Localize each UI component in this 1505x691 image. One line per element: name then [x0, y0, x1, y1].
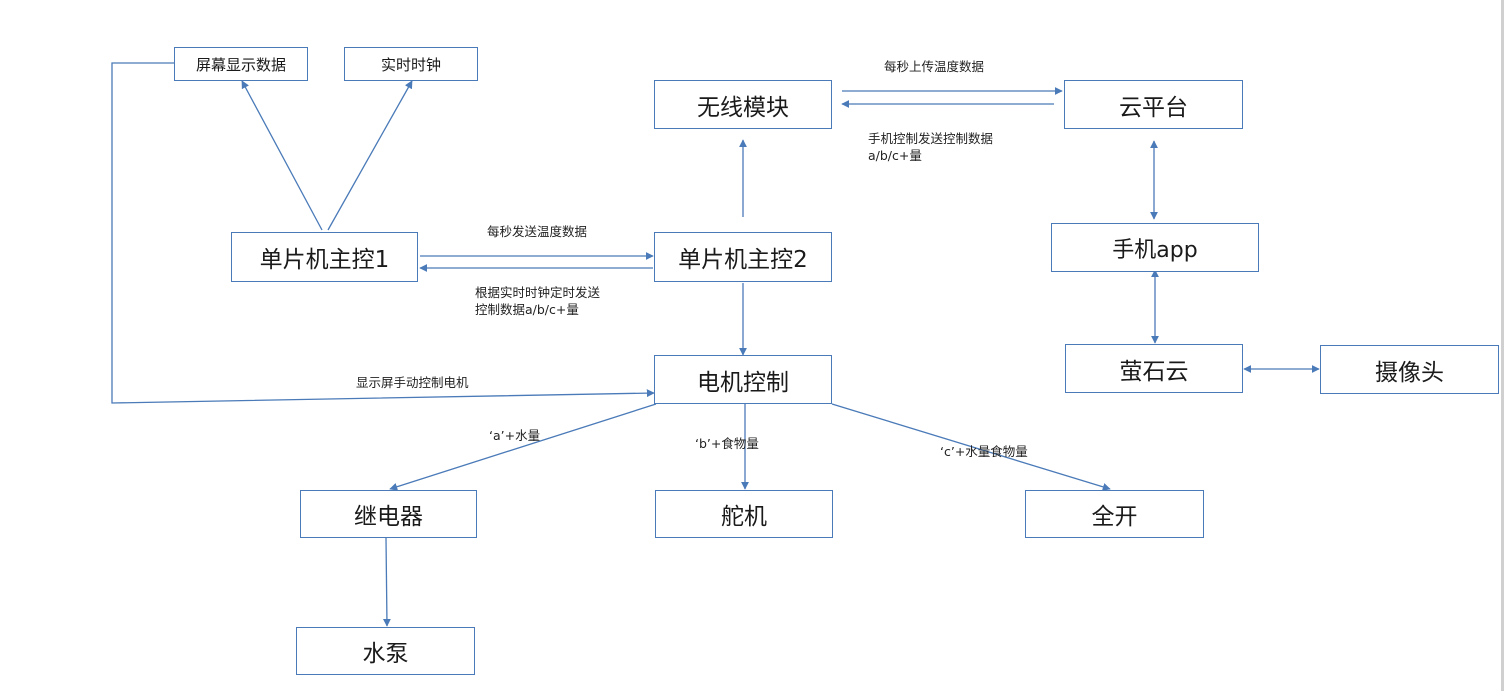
node-pump: 水泵 — [296, 627, 475, 675]
node-relay: 继电器 — [300, 490, 477, 538]
label-rtc-ctrl-line1: 根据实时时钟定时发送 — [475, 285, 601, 300]
node-rtc: 实时时钟 — [344, 47, 478, 81]
node-all-open: 全开 — [1025, 490, 1204, 538]
window-edge — [1501, 0, 1504, 691]
node-wireless: 无线模块 — [654, 80, 832, 129]
label-b-food: ‘b’+食物量 — [695, 436, 759, 451]
label-upload-temp: 每秒上传温度数据 — [884, 59, 985, 74]
node-cloud: 云平台 — [1064, 80, 1243, 129]
node-ezviz: 萤石云 — [1065, 344, 1243, 393]
label-rtc-ctrl-line2: 控制数据a/b/c+量 — [475, 302, 579, 317]
node-mcu1: 单片机主控1 — [231, 232, 418, 282]
label-manual-motor: 显示屏手动控制电机 — [356, 375, 469, 390]
edge-screen-to-motor — [111, 62, 655, 404]
edge-mcu1-to-rtc — [327, 80, 413, 231]
node-servo: 舵机 — [655, 490, 833, 538]
edge-mcu1-to-screen — [241, 80, 323, 231]
edge-motor-to-relay — [389, 403, 657, 491]
label-phone-ctrl-line2: a/b/c+量 — [868, 148, 922, 163]
label-phone-ctrl-line1: 手机控制发送控制数据 — [868, 131, 994, 146]
edge-relay-to-pump — [382, 537, 391, 627]
node-motor-control: 电机控制 — [654, 355, 832, 404]
node-camera: 摄像头 — [1320, 345, 1499, 394]
label-c-both: ‘c’+水量食物量 — [940, 444, 1028, 459]
edge-motor-to-allopen — [831, 403, 1111, 491]
node-mcu2: 单片机主控2 — [654, 232, 832, 282]
label-a-water: ‘a’+水量 — [489, 428, 541, 443]
label-send-temp: 每秒发送温度数据 — [487, 224, 588, 239]
node-screen-display: 屏幕显示数据 — [174, 47, 308, 81]
node-phone-app: 手机app — [1051, 223, 1259, 272]
